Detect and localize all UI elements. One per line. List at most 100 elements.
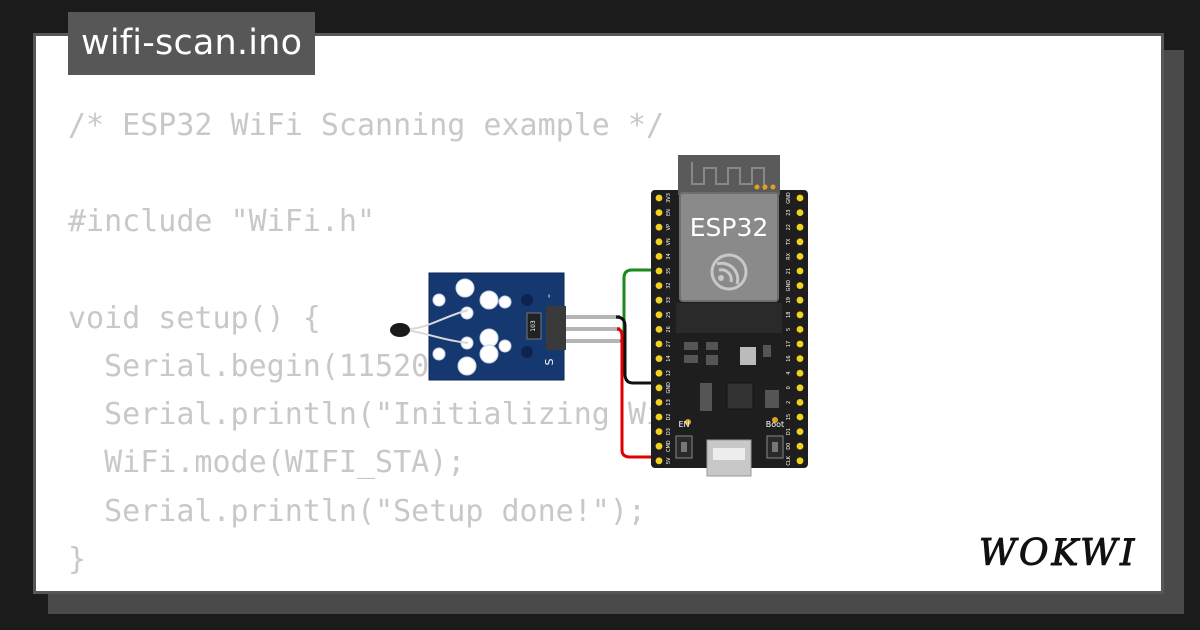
code-line: void setup() { — [68, 300, 321, 336]
left-pin-pad[interactable] — [655, 296, 663, 304]
right-pin-label: 18 — [786, 312, 792, 318]
left-pin-label: VP — [666, 224, 672, 230]
left-pin-pad[interactable] — [655, 267, 663, 275]
left-pin-label: VN — [666, 238, 672, 245]
left-pin-pad[interactable] — [655, 209, 663, 217]
left-pin-label: 34 — [666, 253, 672, 259]
left-pin-pad[interactable] — [655, 340, 663, 348]
circuit-diagram: 103 - S ESP32 — [390, 155, 808, 477]
minus-label: - — [542, 294, 555, 298]
left-pin-pad[interactable] — [655, 253, 663, 260]
code-line: #include "WiFi.h" — [68, 204, 376, 240]
left-pin-label: 33 — [666, 297, 672, 303]
left-pin-label: 35 — [666, 268, 672, 274]
left-pin-label: 25 — [666, 312, 672, 318]
wokwi-logo: WOKWI — [979, 533, 1137, 575]
left-pin-pad[interactable] — [655, 457, 663, 465]
right-pin-pad[interactable] — [796, 442, 804, 450]
right-pin-pad[interactable] — [796, 209, 804, 217]
left-pin-pad[interactable] — [655, 399, 663, 406]
right-pin-label: 2 — [786, 401, 792, 404]
right-pin-label: TX — [786, 238, 792, 246]
left-pin-pad[interactable] — [655, 413, 663, 421]
right-pin-label: 0 — [786, 386, 792, 389]
right-pin-label: GND — [786, 192, 792, 204]
left-pin-label: 13 — [666, 399, 672, 405]
esp32-devkit-board[interactable]: ESP32 EN Boot 3V3ENVPVN34353233252627141… — [651, 155, 808, 477]
left-pin-pad[interactable] — [655, 311, 663, 319]
left-pin-label: 3V3 — [666, 193, 672, 203]
left-pin-pad[interactable] — [655, 384, 663, 392]
left-pin-label: D3 — [666, 428, 672, 435]
left-pin-label: 27 — [666, 341, 672, 347]
left-pin-pad[interactable] — [655, 282, 663, 289]
code-line: Serial.println("Setup done!"); — [68, 493, 646, 529]
right-pin-pad[interactable] — [796, 413, 804, 421]
temperature-sensor-module[interactable]: 103 - S — [428, 272, 620, 381]
right-pin-pad[interactable] — [796, 399, 804, 406]
right-pin-pad[interactable] — [796, 384, 804, 392]
thermistor-probe — [390, 309, 469, 344]
signal-label: S — [543, 358, 556, 365]
code-line: WiFi.mode(WIFI_STA); — [68, 445, 466, 481]
right-pin-pad[interactable] — [796, 326, 804, 333]
left-pin-pad[interactable] — [655, 369, 663, 377]
left-pin-label: 5V — [666, 457, 672, 464]
right-pin-pad[interactable] — [796, 253, 804, 260]
right-pin-pad[interactable] — [796, 194, 804, 202]
right-pin-label: 17 — [786, 341, 792, 347]
right-pin-label: 4 — [786, 372, 792, 375]
right-pin-pad[interactable] — [796, 267, 804, 275]
right-pin-pad[interactable] — [796, 238, 804, 246]
wokwi-logo-text: WOKWI — [979, 533, 1137, 574]
code-line: } — [68, 541, 87, 577]
left-pin-pad[interactable] — [655, 326, 663, 333]
right-pin-label: D1 — [786, 428, 792, 435]
left-pin-pad[interactable] — [655, 428, 663, 435]
right-pin-label: RX — [786, 252, 792, 259]
left-pin-pad[interactable] — [655, 238, 663, 246]
left-pin-label: 26 — [666, 326, 672, 332]
code-line: /* ESP32 WiFi Scanning example */ — [68, 108, 665, 143]
left-pin-label: D2 — [666, 413, 672, 420]
right-pin-pad[interactable] — [796, 296, 804, 304]
left-pin-pad[interactable] — [655, 355, 663, 362]
right-pin-pad[interactable] — [796, 282, 804, 289]
right-pin-label: 5 — [786, 328, 792, 331]
left-pin-label: GND — [666, 382, 672, 394]
left-pin-label: 32 — [666, 282, 672, 288]
right-pin-pad[interactable] — [796, 457, 804, 465]
resistor-label: 103 — [530, 320, 537, 332]
preview-card — [33, 33, 1164, 594]
right-pin-label: 21 — [786, 268, 792, 274]
right-pin-label: GND — [786, 280, 792, 292]
left-pin-label: EN — [666, 209, 672, 216]
right-pin-label: 15 — [786, 414, 792, 420]
left-pin-pad[interactable] — [655, 194, 663, 202]
sketch-filename: wifi-scan.ino — [68, 12, 316, 75]
right-pin-pad[interactable] — [796, 223, 804, 231]
left-pin-pad[interactable] — [655, 442, 663, 450]
left-pin-label: 14 — [666, 355, 672, 361]
left-pin-label: CMD — [666, 440, 672, 452]
en-button-label: EN — [678, 420, 689, 429]
connection-wires — [615, 268, 660, 459]
espressif-logo-icon — [710, 253, 748, 291]
right-pin-pad[interactable] — [796, 355, 804, 362]
right-pin-label: CLK — [786, 455, 792, 465]
chip-label: ESP32 — [690, 213, 769, 242]
right-pin-label: D0 — [786, 443, 792, 450]
right-pin-pad[interactable] — [796, 428, 804, 435]
right-pin-pad[interactable] — [796, 311, 804, 319]
right-pin-label: 23 — [786, 209, 792, 215]
right-pin-label: 19 — [786, 297, 792, 303]
right-pin-pad[interactable] — [796, 340, 804, 348]
left-pin-pad[interactable] — [655, 223, 663, 231]
right-pin-label: 16 — [786, 355, 792, 361]
right-pin-pad[interactable] — [796, 369, 804, 377]
code-line: Serial.begin(115200); — [68, 349, 484, 385]
right-pin-label: 22 — [786, 224, 792, 230]
left-pin-label: 12 — [666, 370, 672, 376]
